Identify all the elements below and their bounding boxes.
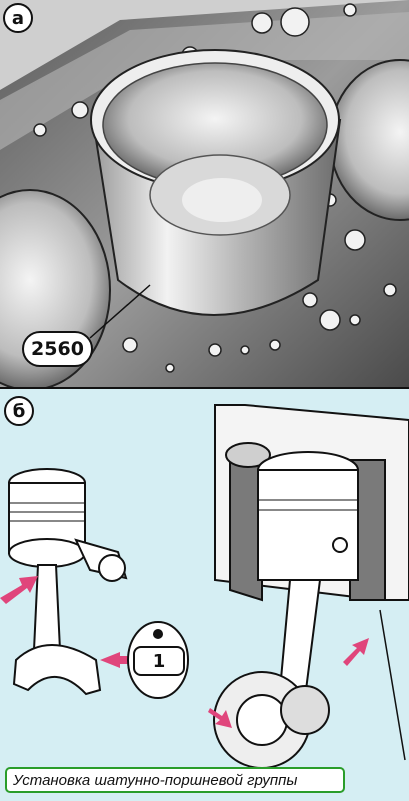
arrow-left-icon xyxy=(0,576,38,604)
arrow-right-icon xyxy=(343,638,369,666)
figure-caption: Установка шатунно-поршневой группы xyxy=(5,767,345,793)
cylinder-block-drawing xyxy=(0,0,409,389)
piston-rod-assembly xyxy=(8,468,128,696)
panel-a-cylinder-block-photo: а 2560 xyxy=(0,0,409,389)
part-number-2560-callout: 2560 xyxy=(22,331,93,367)
alignment-arrows xyxy=(0,576,369,728)
mark-1-callout: 1 xyxy=(133,646,185,676)
installed-piston xyxy=(213,451,406,769)
arrow-bottom-icon xyxy=(208,708,232,728)
arrow-small-icon xyxy=(100,652,130,668)
panel-label-a: а xyxy=(3,3,33,33)
panel-label-b: б xyxy=(4,396,34,426)
callout-2560-leader xyxy=(89,284,151,339)
